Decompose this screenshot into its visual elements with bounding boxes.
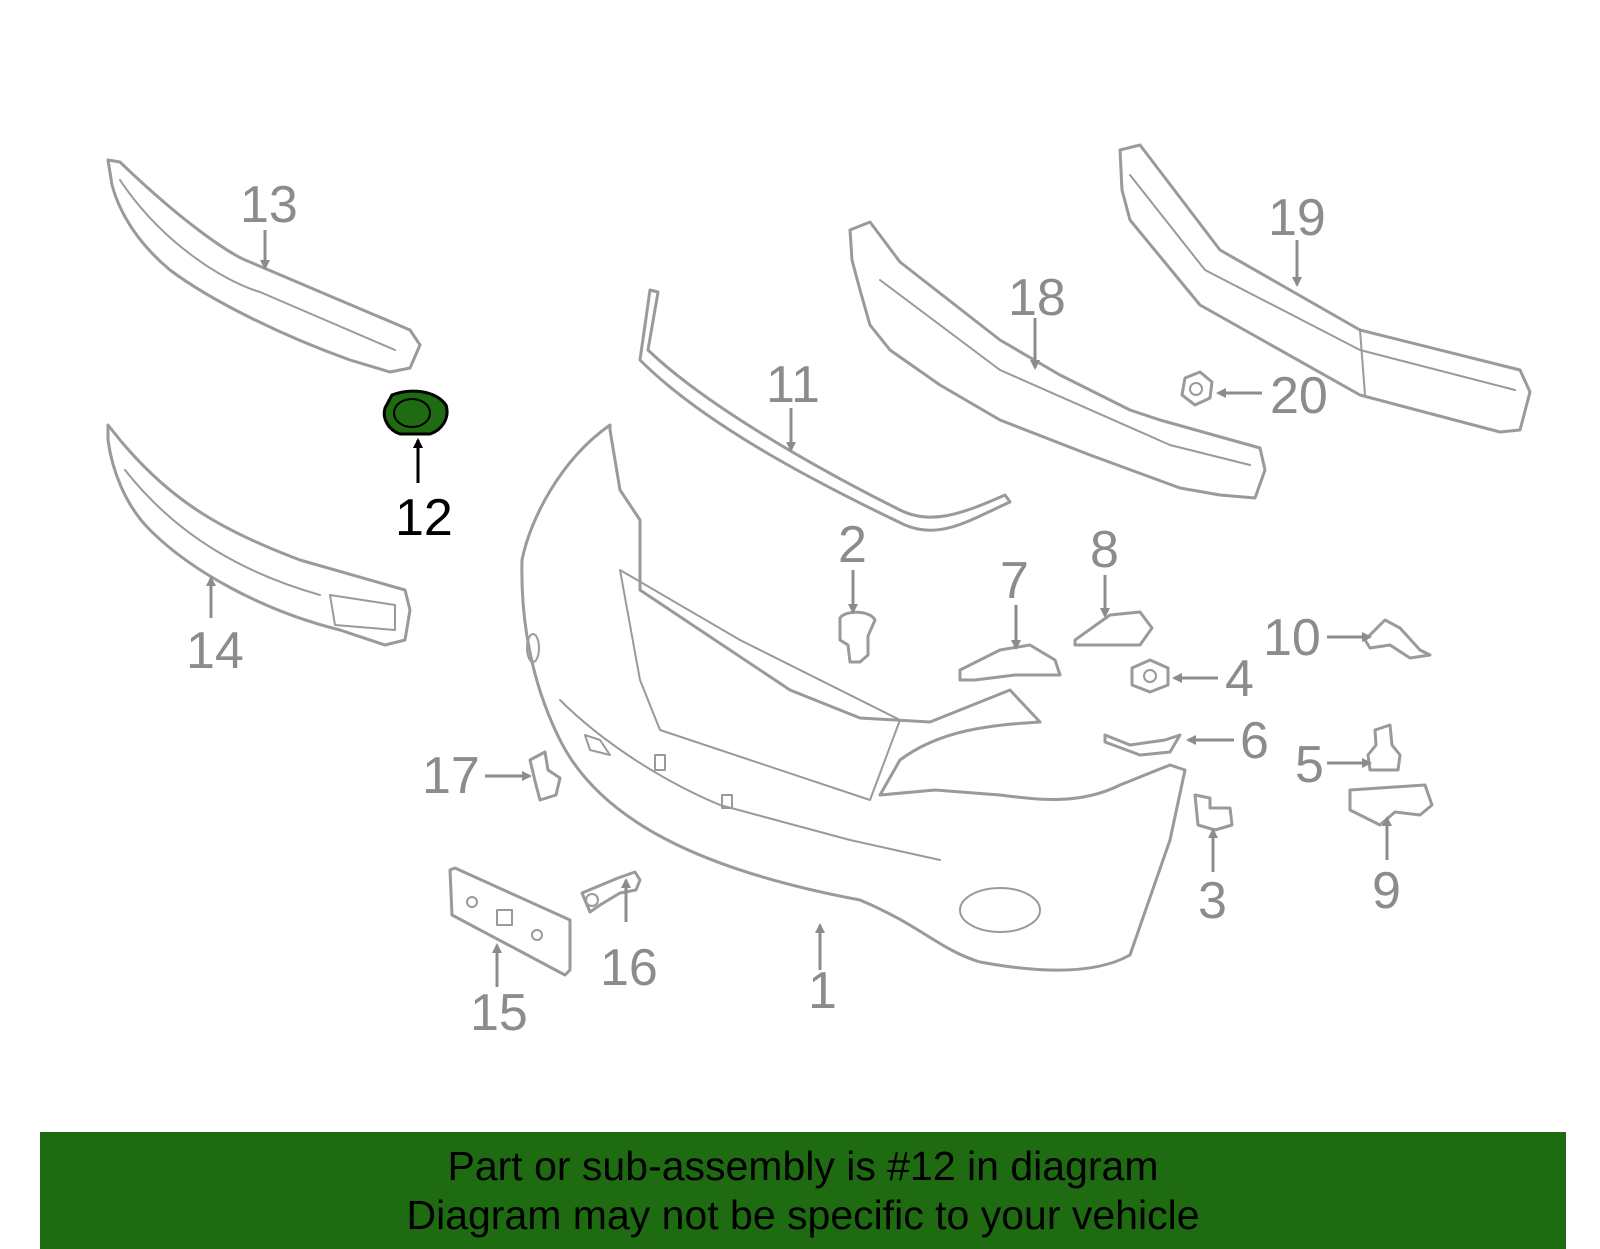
info-banner: Part or sub-assembly is #12 in diagram D… — [40, 1132, 1566, 1249]
part-17-bracket[interactable] — [528, 750, 562, 802]
callout-label-8: 8 — [1090, 521, 1119, 579]
part-12-clip[interactable] — [382, 389, 449, 436]
callout-label-2: 2 — [838, 516, 867, 574]
callout-label-14: 14 — [186, 622, 244, 680]
part-8-bracket[interactable] — [1073, 610, 1154, 647]
part-5-bolt[interactable] — [1366, 723, 1402, 772]
callout-arrows — [206, 230, 1392, 987]
part-14-lower-molding[interactable] — [106, 423, 412, 647]
part-9-bracket[interactable] — [1348, 783, 1434, 827]
callout-label-1: 1 — [808, 962, 837, 1020]
part-4-nut[interactable] — [1130, 658, 1170, 694]
callout-label-3: 3 — [1198, 872, 1227, 930]
part-7-bracket[interactable] — [958, 643, 1062, 682]
part-20-nut[interactable] — [1180, 370, 1214, 407]
part-1-bumper-cover[interactable] — [520, 423, 1187, 972]
banner-line-2: Diagram may not be specific to your vehi… — [406, 1192, 1200, 1238]
part-16-pin[interactable] — [580, 870, 642, 914]
part-19-beam[interactable] — [1118, 143, 1532, 434]
part-6-seal[interactable] — [1103, 733, 1182, 757]
callout-label-20: 20 — [1270, 367, 1328, 425]
part-2-clip[interactable] — [838, 610, 877, 664]
part-18-absorber[interactable] — [848, 220, 1267, 500]
callout-label-6: 6 — [1240, 712, 1269, 770]
callout-label-18: 18 — [1008, 269, 1066, 327]
banner-line-1: Part or sub-assembly is #12 in diagram — [447, 1143, 1159, 1189]
callout-label-13: 13 — [240, 176, 298, 234]
part-10-clip[interactable] — [1363, 618, 1432, 660]
part-11-strip[interactable] — [638, 288, 1012, 532]
part-15-plate[interactable] — [448, 866, 572, 977]
callout-label-9: 9 — [1372, 862, 1401, 920]
callout-label-15: 15 — [470, 984, 528, 1042]
callout-label-17: 17 — [422, 747, 480, 805]
callout-label-10: 10 — [1263, 609, 1321, 667]
callout-label-16: 16 — [600, 939, 658, 997]
callout-label-5: 5 — [1295, 736, 1324, 794]
part-13-upper-molding[interactable] — [106, 158, 422, 374]
callout-label-7: 7 — [1000, 552, 1029, 610]
callout-label-11: 11 — [766, 356, 820, 414]
callout-label-4: 4 — [1225, 650, 1254, 708]
callout-label-12: 12 — [395, 489, 453, 547]
part-3-bracket[interactable] — [1193, 793, 1234, 832]
callout-labels: 13 14 12 11 18 19 20 2 7 8 4 10 6 5 9 3 … — [186, 176, 1401, 1042]
callout-label-19: 19 — [1268, 189, 1326, 247]
